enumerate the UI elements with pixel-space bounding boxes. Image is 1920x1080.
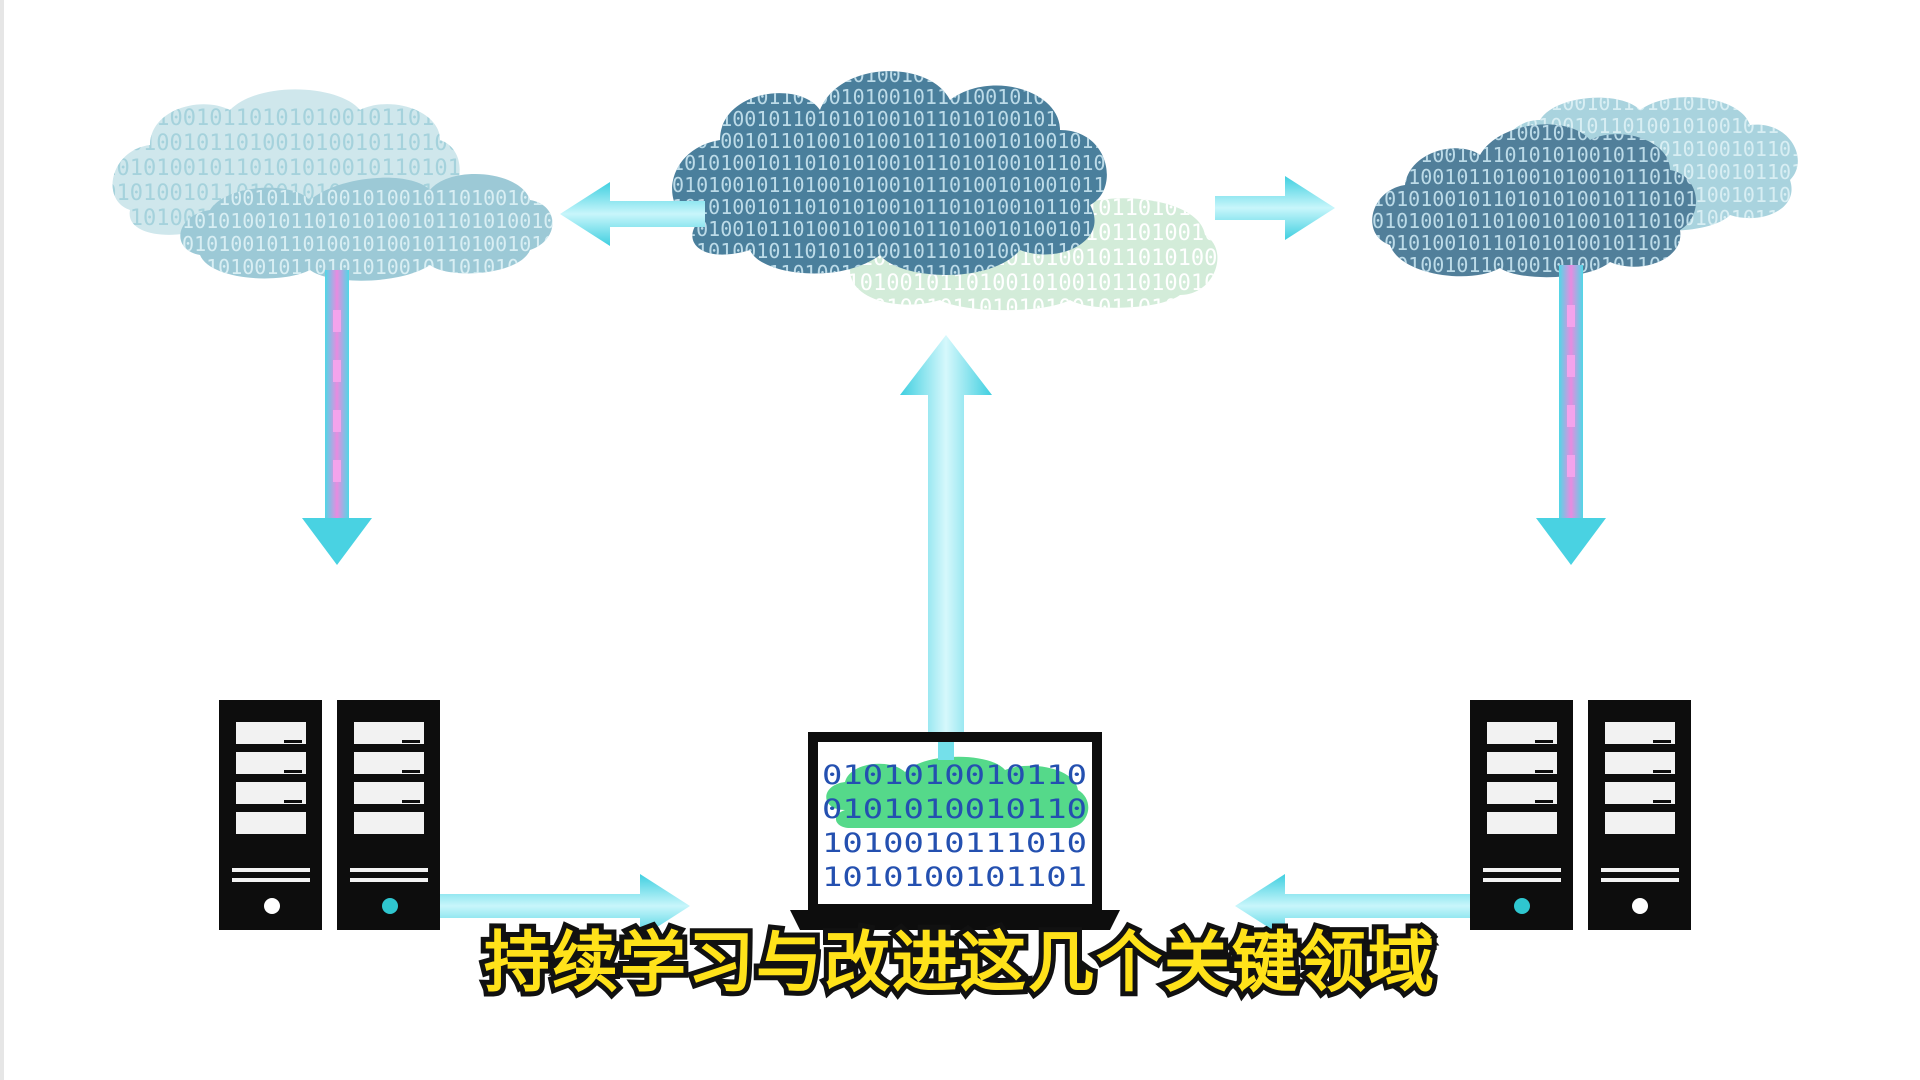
stream-dot: [333, 310, 341, 332]
server-icon: [219, 700, 322, 930]
stream-dot: [333, 360, 341, 382]
screen-binary-row: 0101010010110: [822, 794, 1087, 825]
binary-row: 0101010010110101010010110101001011010100…: [1360, 143, 1878, 167]
binary-row: 1010100101101001010010110100101001011010…: [90, 131, 660, 156]
server-group-right: [1470, 700, 1691, 930]
binary-row: 0101010010110101010010110101001011010100…: [170, 209, 688, 233]
screen-binary-row: 1010010111010: [822, 828, 1087, 859]
cloud-left-front: [180, 173, 553, 281]
stream-dot: [1567, 405, 1575, 427]
stream-dot: [1567, 355, 1575, 377]
arrow-icon: [440, 874, 690, 938]
binary-row: 0101010010110101010010110101001011010100…: [90, 156, 660, 181]
binary-row: 0101010010110101010010110101001011010100…: [660, 107, 1178, 131]
arrow-left-servers-to-laptop: [440, 874, 690, 938]
arrow-shaft: [325, 270, 349, 520]
laptop-icon: 0101010010110 0101010010110 101001011101…: [790, 732, 1120, 930]
server-group-left: [219, 700, 440, 930]
binary-row: 1010100101101001010010110100101001011010…: [170, 232, 688, 256]
binary-row: 1010100101101001010010110100101001011010…: [660, 217, 1178, 241]
binary-row: 0101010010110101010010110101001011010100…: [820, 296, 1390, 321]
binary-row: 0101010010110101010010110101001011010100…: [660, 195, 1178, 219]
arrow-icon: [1235, 874, 1470, 938]
binary-row: 0101010010110101010010110101001011010100…: [1360, 231, 1878, 255]
subtitle-caption: 持续学习与改进这几个关键领域: [479, 919, 1439, 1006]
binary-row: 1010100101101001010010110100101001011010…: [660, 129, 1178, 153]
arrow-right-servers-to-laptop: [1235, 874, 1470, 938]
binary-row: 1010100101101001010010110100101001011010…: [1360, 253, 1878, 277]
stream-dot: [333, 410, 341, 432]
cloud-right-front: [1372, 124, 1697, 278]
binary-row: 1010100101101001010010110100101001011010…: [1360, 165, 1878, 189]
arrow-icon: [560, 182, 705, 246]
cloud-right: 0101010010110101010010110101001011010100…: [1360, 91, 1920, 278]
binary-row: 0101010010110101010010110101001011010100…: [660, 63, 1178, 87]
cloud-icon: 1010100101101001010010110100101001011010…: [1360, 124, 1878, 278]
binary-row: 0101010010110101010010110101001011010100…: [1490, 91, 1920, 115]
binary-row: 0101010010110101010010110101001011010100…: [170, 255, 688, 279]
arrow-icon: [1536, 518, 1606, 565]
cloud-left-front-binary: 1010100101101001010010110100101001011010…: [170, 186, 688, 279]
arrow-icon: [302, 518, 372, 565]
cloud-left: 0101010010110101010010110101001011010100…: [90, 89, 688, 281]
server-icon: [337, 700, 440, 930]
arrow-icon: [1215, 176, 1335, 240]
binary-row: 0101010010110101010010110101001011010100…: [1360, 187, 1878, 211]
arrow-icon: [900, 335, 992, 740]
screen-binary-row: 0101010010110: [822, 760, 1087, 791]
binary-row: 1010100101101001010010110100101001011010…: [1360, 209, 1878, 233]
server-icon: [1470, 700, 1573, 930]
arrow-center-to-right: [1215, 176, 1335, 240]
server-icon: [1588, 700, 1691, 930]
binary-row: 0101010010110101010010110101001011010100…: [660, 151, 1178, 175]
binary-row: 0101010010110101010010110101001011010100…: [90, 106, 660, 131]
binary-row: 1010100101101001010010110100101001011010…: [660, 173, 1178, 197]
binary-row: 1010100101101001010010110100101001011010…: [660, 85, 1178, 109]
screen-binary-row: 1010100101101: [822, 862, 1087, 893]
cloud-center: 0101010010110101010010110101001011010100…: [660, 63, 1390, 321]
cloud-right-front-binary: 1010100101101001010010110100101001011010…: [1360, 124, 1878, 277]
laptop-base: [790, 910, 1120, 930]
arrow-laptop-to-center-cloud: [900, 335, 992, 740]
arrow-center-to-left: [560, 182, 705, 246]
arrow-shaft: [1559, 265, 1583, 520]
laptop-arrow-base: [938, 742, 954, 760]
cloud-center-front: [672, 71, 1107, 275]
arrow-right-cloud-to-right-servers: [1536, 265, 1606, 565]
binary-row: 1010100101101001010010110100101001011010…: [820, 271, 1390, 296]
laptop-screen-cloud: [826, 756, 1089, 828]
stream-dot: [1567, 305, 1575, 327]
cloud-icon: 1010100101101001010010110100101001011010…: [170, 173, 688, 281]
stream-dot: [1567, 455, 1575, 477]
stream-dot: [333, 460, 341, 482]
arrow-left-cloud-to-left-servers: [302, 270, 372, 565]
